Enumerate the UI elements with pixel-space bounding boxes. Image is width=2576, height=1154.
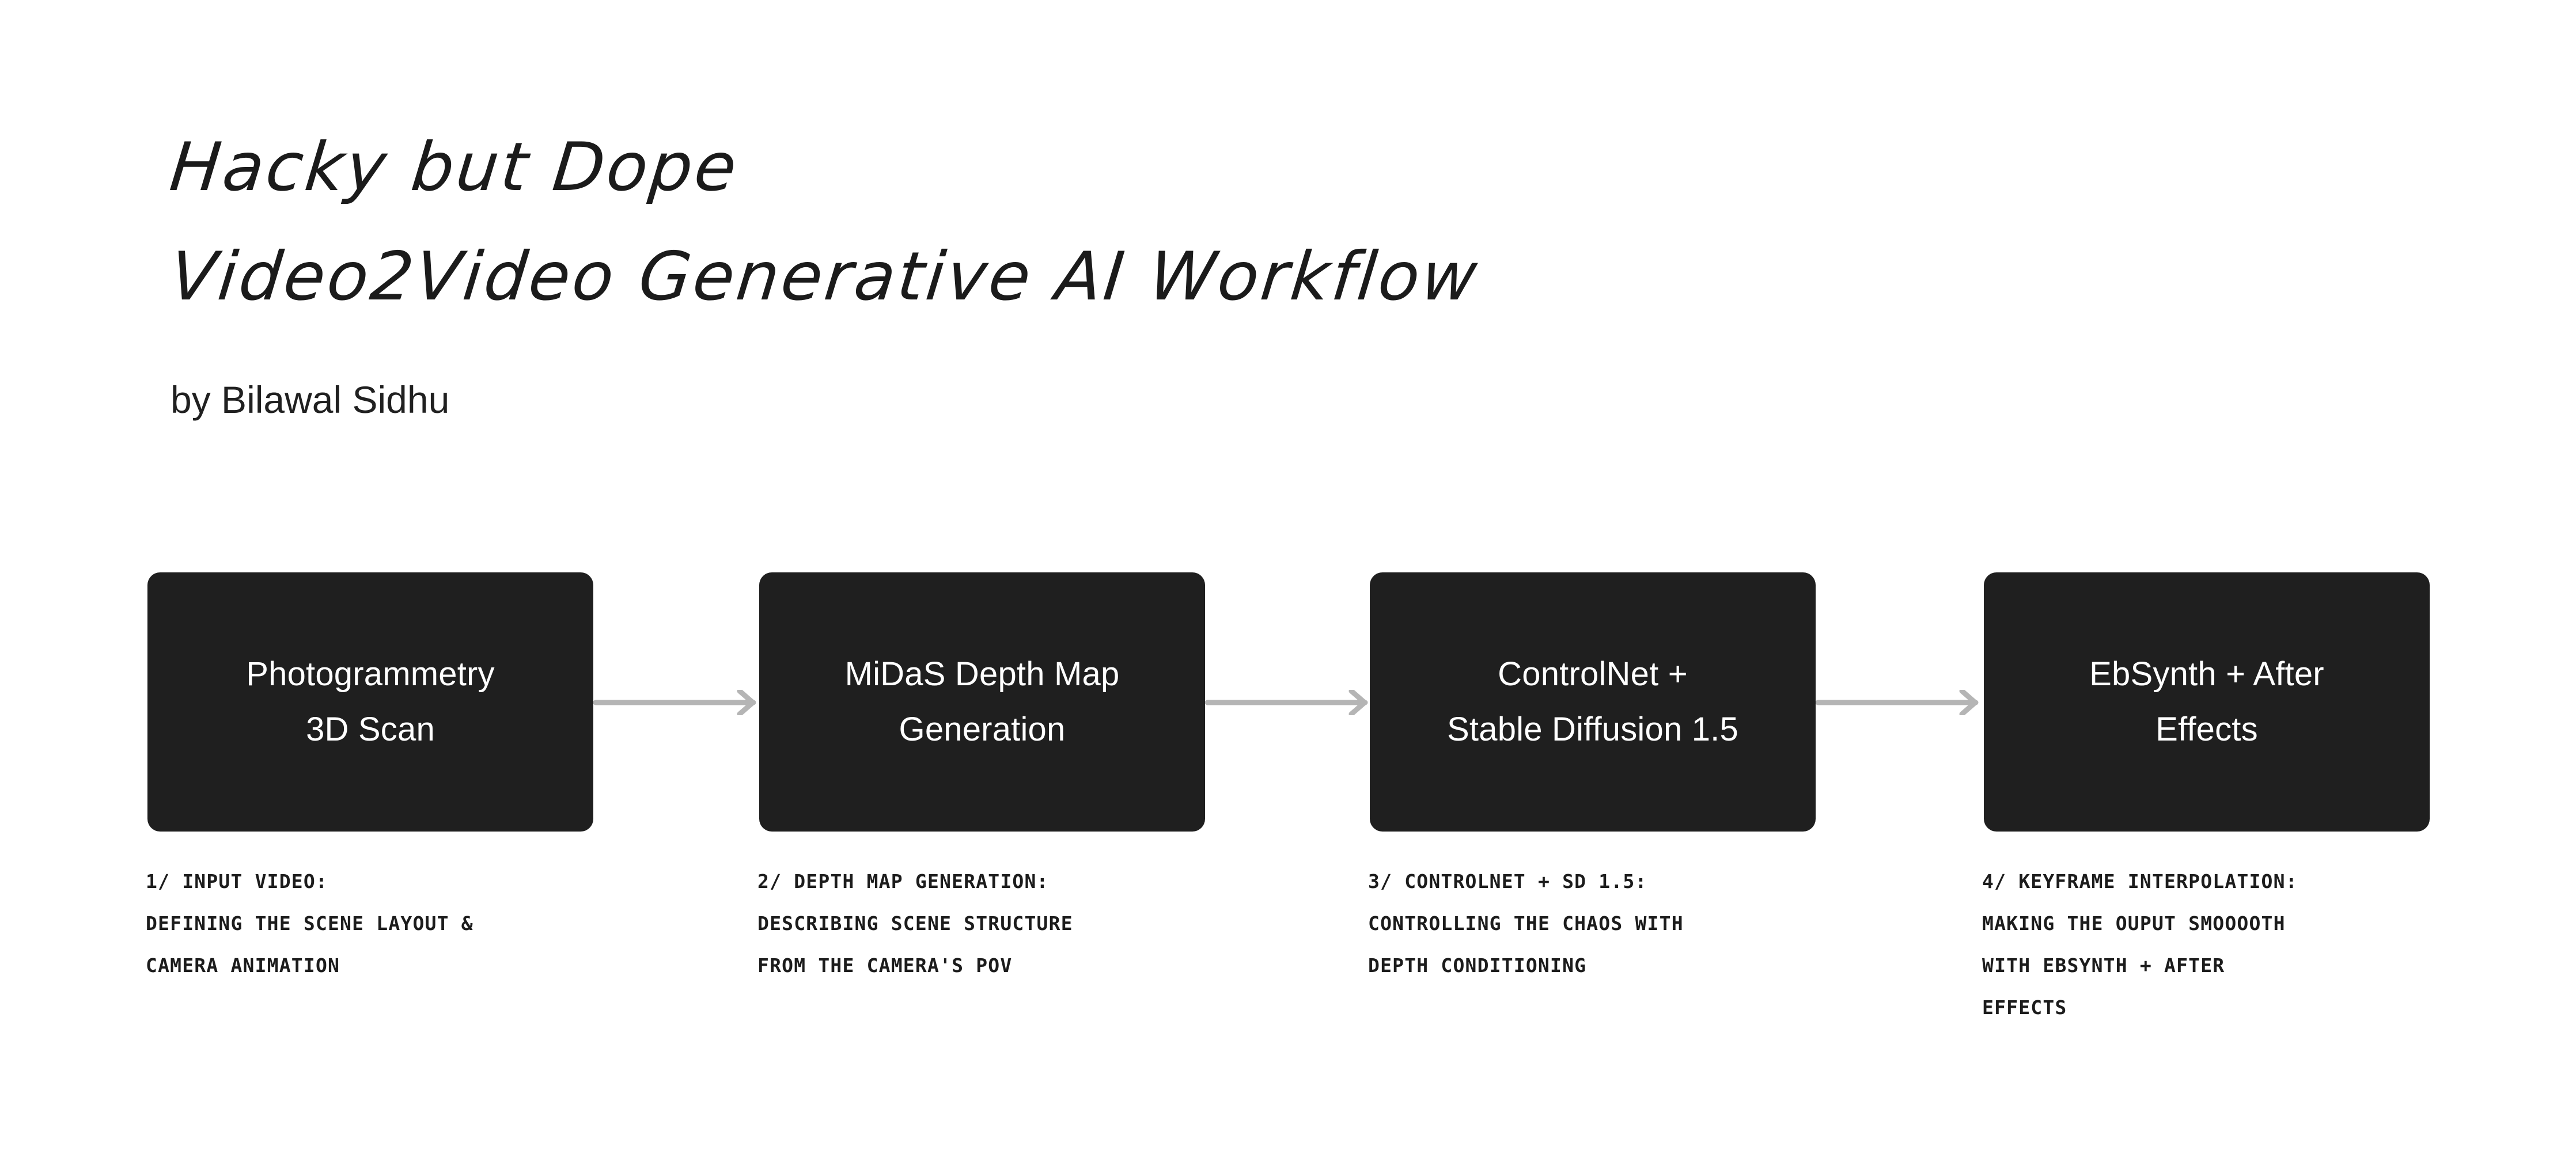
step-caption-1: 1/ INPUT VIDEO: DEFINING THE SCENE LAYOU… [146,870,473,977]
workflow-step-3: ControlNet + Stable Diffusion 1.5 [1370,572,1816,832]
step-box-controlnet-stable-diffusion[interactable]: ControlNet + Stable Diffusion 1.5 [1370,572,1816,832]
arrow-right-icon [1816,690,1982,715]
step-caption-2: 2/ DEPTH MAP GENERATION: DESCRIBING SCEN… [757,870,1073,977]
workflow-step-2: MiDaS Depth Map Generation [759,572,1205,832]
arrow-right-icon [593,690,759,715]
workflow-step-4: EbSynth + After Effects [1984,572,2430,832]
step-box-label: EbSynth + After Effects [2089,655,2324,748]
step-box-midas-depth-map[interactable]: MiDaS Depth Map Generation [759,572,1205,832]
author-byline: by Bilawal Sidhu [171,378,450,421]
title-line-2: Video2Video Generative AI Workflow [166,238,1483,316]
title-line-1: Hacky but Dope [166,128,743,206]
workflow-flow-row: Photogrammetry 3D Scan MiDaS Depth Map G… [147,572,2430,832]
page-title: Hacky but Dope Video2Video Generative AI… [166,113,2014,332]
step-box-label: MiDaS Depth Map Generation [844,655,1120,748]
step-box-label: Photogrammetry 3D Scan [246,655,495,748]
arrow-right-icon [1205,690,1371,715]
step-box-label: ControlNet + Stable Diffusion 1.5 [1447,655,1738,748]
workflow-step-1: Photogrammetry 3D Scan [147,572,593,832]
step-caption-4: 4/ KEYFRAME INTERPOLATION: MAKING THE OU… [1982,870,2298,1019]
step-box-photogrammetry[interactable]: Photogrammetry 3D Scan [147,572,593,832]
step-caption-3: 3/ CONTROLNET + SD 1.5: CONTROLLING THE … [1368,870,1684,977]
step-box-ebsynth-after-effects[interactable]: EbSynth + After Effects [1984,572,2430,832]
